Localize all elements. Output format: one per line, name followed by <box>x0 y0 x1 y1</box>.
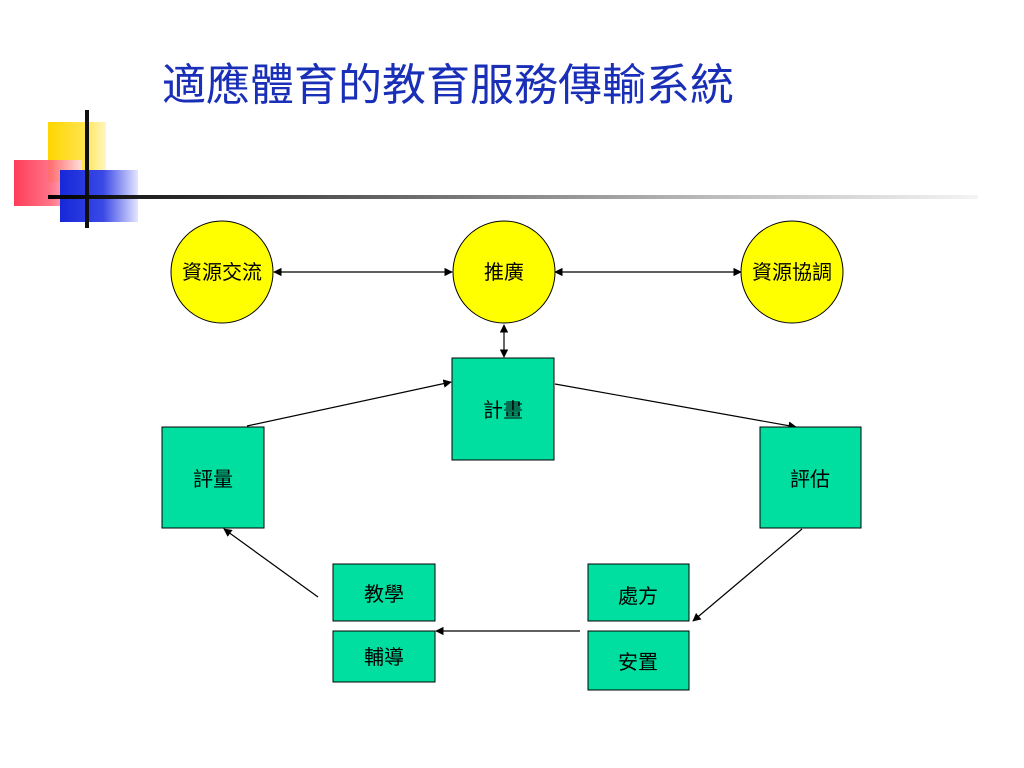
node-plan: 計畫 <box>451 357 555 461</box>
node-counseling: 輔導 <box>332 630 436 683</box>
node-prescription: 處方 <box>587 563 690 622</box>
decor-horizontal-rule <box>48 195 978 199</box>
node-evaluation-measure-label: 評量 <box>193 467 233 491</box>
node-promotion-label: 推廣 <box>484 260 524 284</box>
node-resource-exchange: 資源交流 <box>170 220 274 324</box>
arrow-assessment-prescription <box>692 528 803 622</box>
node-teaching: 教學 <box>332 563 436 622</box>
node-placement-label: 安置 <box>618 650 658 674</box>
node-evaluation-measure: 評量 <box>161 426 265 529</box>
node-resource-coordination: 資源協調 <box>740 220 844 324</box>
node-counseling-label: 輔導 <box>364 645 404 669</box>
arrow-plan-assessment <box>554 383 797 430</box>
arrow-teaching-measure <box>223 528 319 598</box>
node-teaching-label: 教學 <box>364 582 404 606</box>
slide-title: 適應體育的教育服務傳輸系統 <box>162 60 734 111</box>
node-promotion: 推廣 <box>452 220 556 324</box>
node-assessment-label: 評估 <box>790 467 830 491</box>
decor-vertical-rule <box>85 110 89 228</box>
node-assessment: 評估 <box>759 426 862 529</box>
node-resource-coordination-label: 資源協調 <box>752 260 832 284</box>
node-prescription-label: 處方 <box>618 584 658 608</box>
node-plan-label: 計畫 <box>483 398 523 422</box>
node-placement: 安置 <box>587 630 690 691</box>
arrow-measure-plan <box>246 379 452 427</box>
node-resource-exchange-label: 資源交流 <box>182 260 262 284</box>
